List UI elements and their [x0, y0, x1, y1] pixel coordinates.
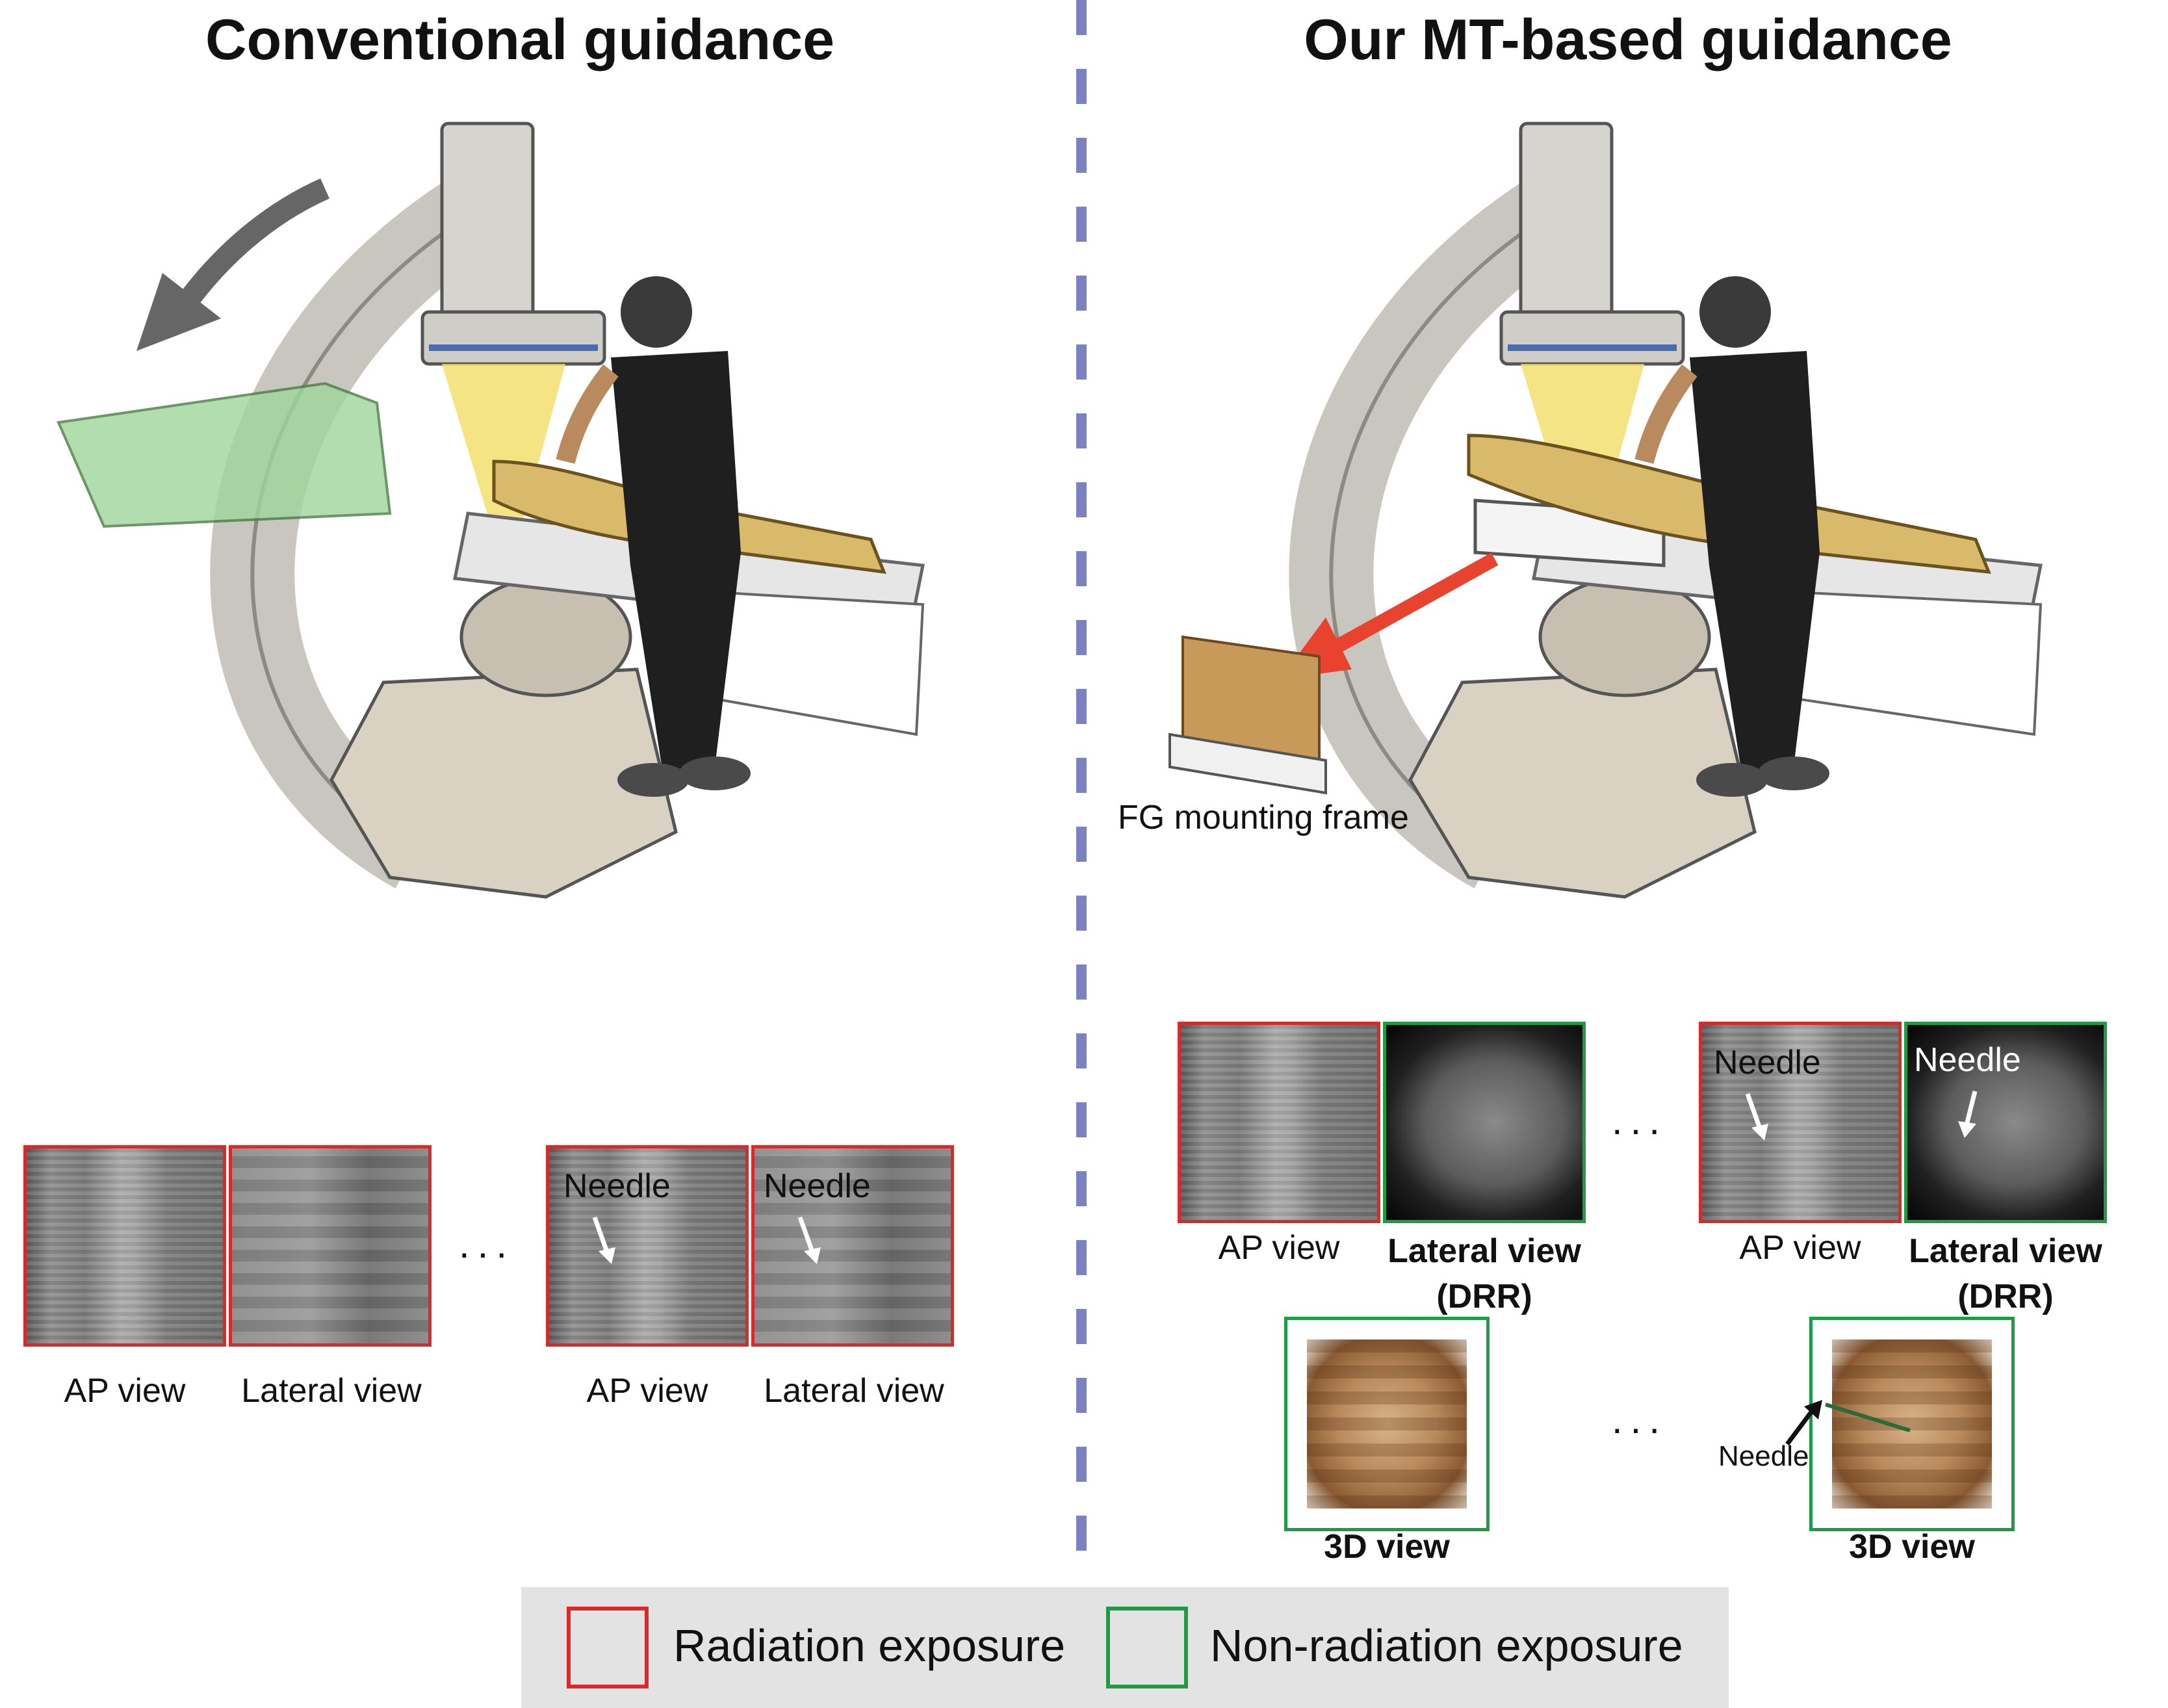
rotation-arrow-icon — [166, 178, 329, 325]
right-label-ap-1: AP view — [1218, 1229, 1340, 1267]
left-xray-lateral-1 — [229, 1145, 432, 1347]
needle-label: Needle — [1914, 1041, 2021, 1079]
legend-non-radiation-label: Non-radiation exposure — [1210, 1620, 1683, 1671]
right-title: Our MT-based guidance — [1304, 7, 1952, 71]
legend: Radiation exposure Non-radiation exposur… — [521, 1587, 1729, 1708]
right-xray-ap-1 — [1178, 1022, 1380, 1223]
legend-radiation-swatch — [567, 1607, 649, 1689]
left-label-ap-1: AP view — [64, 1372, 186, 1410]
right-ellipsis-row1: ... — [1612, 1099, 1668, 1143]
right-label-3d-1: 3D view — [1324, 1528, 1450, 1566]
mt-carm-illustration — [1168, 122, 2043, 899]
needle-arrow-icon — [1958, 1091, 1978, 1138]
needle-arrow-icon — [797, 1216, 821, 1264]
right-label-drr-2: Lateral view (DRR) — [1909, 1232, 2102, 1315]
left-xray-ap-1 — [23, 1145, 226, 1347]
left-ellipsis: ... — [459, 1223, 515, 1266]
needle-label: Needle — [1714, 1044, 1821, 1081]
needle-line-icon — [1825, 1403, 1911, 1432]
left-label-lateral-1: Lateral view — [241, 1372, 422, 1410]
needle-label: Needle — [563, 1167, 671, 1205]
legend-non-radiation-swatch — [1106, 1607, 1188, 1689]
right-ellipsis-row2: ... — [1612, 1398, 1668, 1442]
left-label-lateral-2: Lateral view — [764, 1372, 944, 1410]
conventional-carm-illustration — [57, 122, 925, 899]
legend-radiation-label: Radiation exposure — [673, 1620, 1066, 1671]
left-xray-lateral-2: Needle — [751, 1145, 954, 1347]
right-3d-view-1 — [1284, 1317, 1490, 1531]
right-label-drr-1: Lateral view (DRR) — [1387, 1232, 1581, 1315]
needle-label: Needle — [1718, 1440, 1809, 1472]
fg-mounting-frame-label: FG mounting frame — [1118, 799, 1409, 836]
frame-arrow-icon — [1315, 552, 1499, 663]
left-xray-ap-2: Needle — [546, 1145, 749, 1347]
right-xray-drr-2: Needle — [1904, 1022, 2107, 1223]
right-3d-view-2 — [1809, 1317, 2015, 1531]
left-label-ap-2: AP view — [586, 1372, 708, 1410]
panel-divider — [1076, 0, 1087, 1560]
needle-arrow-icon — [1745, 1093, 1768, 1141]
right-label-3d-2: 3D view — [1849, 1528, 1975, 1566]
needle-arrow-icon — [592, 1216, 615, 1264]
right-xray-drr-1 — [1383, 1022, 1586, 1223]
right-xray-ap-2: Needle — [1699, 1022, 1902, 1223]
needle-arrow-icon — [1785, 1400, 1822, 1446]
left-title: Conventional guidance — [205, 7, 835, 71]
needle-label: Needle — [764, 1167, 871, 1205]
right-label-ap-2: AP view — [1739, 1229, 1861, 1267]
